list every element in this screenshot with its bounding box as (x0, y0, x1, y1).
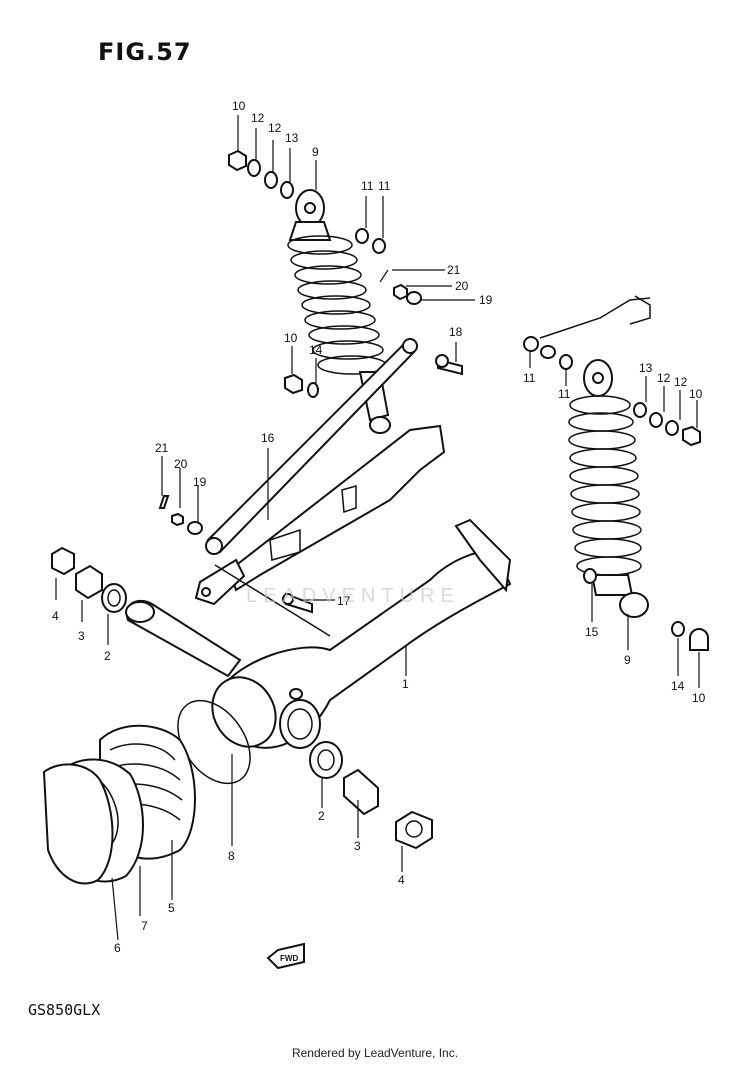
callout-10: 10 (692, 691, 706, 705)
shock-absorber-right (568, 359, 649, 618)
svg-text:FWD: FWD (280, 954, 298, 963)
swing-arm (125, 518, 512, 749)
callout-11: 11 (523, 371, 536, 385)
figure-title: FIG.57 (98, 38, 192, 66)
callout-4: 4 (52, 609, 59, 623)
callout-7: 7 (141, 919, 148, 933)
callout-14: 14 (309, 343, 323, 357)
callout-labels: 10 12 12 13 9 11 11 21 20 19 18 10 14 16… (52, 99, 706, 955)
callout-18: 18 (449, 325, 463, 339)
shock-absorber-left (287, 189, 391, 434)
callout-9: 9 (624, 653, 631, 667)
callout-20: 20 (174, 457, 188, 471)
callout-13: 13 (639, 361, 653, 375)
callout-15: 15 (585, 625, 599, 639)
callout-leaders (55, 115, 700, 941)
callout-12: 12 (251, 111, 265, 125)
callout-11: 11 (558, 387, 571, 401)
callout-12: 12 (268, 121, 282, 135)
model-code: GS850GLX (28, 1001, 101, 1019)
fwd-arrow-icon: FWD (266, 942, 305, 970)
callout-5: 5 (168, 901, 175, 915)
watermark: LEADVENTURE (246, 585, 460, 607)
callout-10: 10 (284, 331, 298, 345)
callout-14: 14 (671, 679, 685, 693)
torque-rod (158, 338, 446, 637)
pivot-parts-left (51, 546, 127, 613)
pivot-parts-right (309, 741, 433, 850)
callout-2: 2 (104, 649, 111, 663)
callout-6: 6 (114, 941, 121, 955)
callout-11: 11 (378, 179, 391, 193)
callout-17: 17 (337, 594, 351, 608)
callout-12: 12 (657, 371, 671, 385)
callout-19: 19 (479, 293, 493, 307)
callout-9: 9 (312, 145, 319, 159)
callout-11: 11 (361, 179, 374, 193)
callout-3: 3 (354, 839, 361, 853)
callout-2: 2 (318, 809, 325, 823)
hardware-left-top (228, 149, 463, 398)
callout-8: 8 (228, 849, 235, 863)
render-credit: Rendered by LeadVenture, Inc. (291, 1046, 459, 1060)
callout-19: 19 (193, 475, 207, 489)
drive-boot-assembly (42, 699, 251, 885)
callout-21: 21 (155, 441, 169, 455)
callout-12: 12 (674, 375, 688, 389)
callout-16: 16 (261, 431, 275, 445)
callout-13: 13 (285, 131, 299, 145)
callout-10: 10 (689, 387, 703, 401)
callout-4: 4 (398, 873, 405, 887)
hardware-right (523, 295, 709, 651)
callout-20: 20 (455, 279, 469, 293)
callout-21: 21 (447, 263, 461, 277)
callout-3: 3 (78, 629, 85, 643)
callout-1: 1 (402, 677, 409, 691)
callout-10: 10 (232, 99, 246, 113)
